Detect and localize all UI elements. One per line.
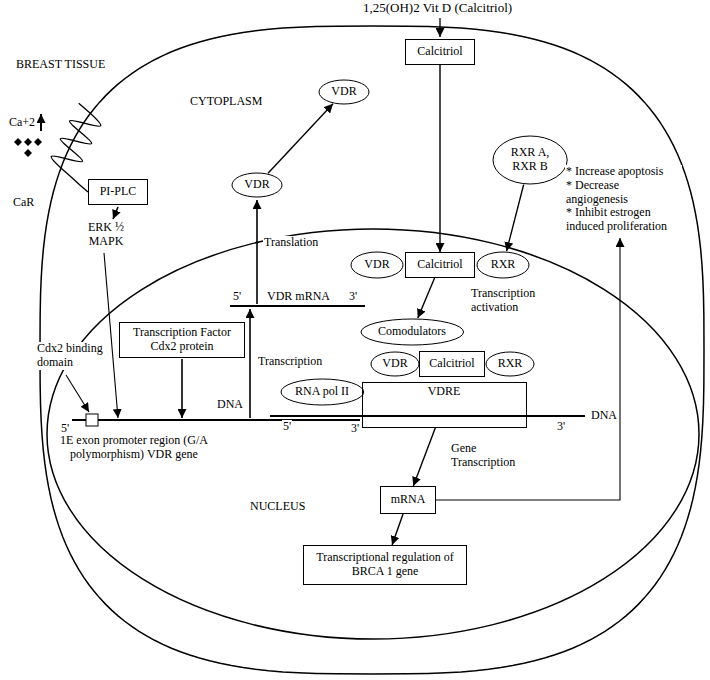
ellipse-outline [319, 80, 369, 104]
node-label: Comodulators [378, 325, 446, 339]
region-label: CYTOPLASM [190, 95, 262, 109]
effect-item: * Increase apoptosis [565, 165, 682, 179]
node-label: VDR [382, 357, 407, 371]
node-label: RXR [498, 357, 523, 371]
receptor-ellipse: RXR A, RXR B [492, 135, 568, 185]
mrna-box: mRNA [380, 486, 436, 514]
node-label: RNA pol II [295, 385, 349, 399]
ellipse-outline [477, 252, 529, 278]
arrow [256, 200, 258, 304]
polymerase-ellipse: RNA pol II [280, 378, 365, 406]
compound-label: 1,25(OH)2 Vit D (Calcitriol) [362, 1, 513, 16]
ellipse-outline [361, 319, 464, 345]
connector-arrow [439, 65, 440, 252]
receptor-ellipse: VDR [318, 79, 370, 105]
enzyme-box: PI-PLC [88, 179, 148, 205]
node-label: Calcitriol [429, 357, 474, 371]
process-label: Transcription [257, 355, 323, 369]
strand-label: DNA [216, 398, 244, 412]
dna-strand [72, 419, 360, 421]
strand-end-label: 3' [556, 420, 566, 434]
arrow [40, 114, 42, 131]
node-label: PI-PLC [100, 185, 137, 199]
arrow [249, 309, 251, 418]
dna-strand [270, 415, 585, 417]
effect-item: * Decrease angiogenesis [565, 179, 682, 207]
node-label: Calcitriol [417, 258, 462, 272]
mrna-strand [230, 305, 365, 307]
molecule-box: Calcitriol [419, 351, 485, 377]
strand-label: VDR mRNA [266, 290, 331, 304]
region-label: BREAST TISSUE [15, 58, 106, 72]
pathway-label: ERK ½ MAPK [84, 221, 128, 249]
receptor-ellipse: RXR [476, 251, 530, 279]
connector-arrow [418, 278, 435, 318]
receptor-ellipse: VDR [370, 351, 420, 377]
factor-box: Transcription Factor Cdx2 protein [119, 322, 245, 358]
arrow [113, 207, 118, 219]
ellipse-outline [493, 136, 567, 184]
edge-label: Gene Transcription [450, 442, 527, 470]
strand-label: DNA [590, 409, 618, 423]
arrow [104, 253, 118, 418]
ellipse-outline [486, 352, 534, 376]
process-label: Translation [263, 236, 319, 250]
site-label: Cdx2 binding domain [36, 342, 108, 370]
node-label: Transcriptional regulation of BRCA 1 gen… [310, 551, 460, 579]
receptor-label: CaR [12, 196, 35, 210]
connector-arrow [507, 185, 524, 251]
node-label: Calcitriol [417, 45, 462, 59]
calcium-ions [14, 138, 42, 157]
node-label: VDR [331, 85, 356, 99]
cdx2-binding-site [86, 414, 98, 426]
strand-end-label: 3' [350, 422, 360, 436]
cell-membrane-outline [40, 26, 704, 674]
node-label: RXR [491, 258, 516, 272]
molecule-box: Calcitriol [405, 252, 475, 278]
strand-end-label: 5' [232, 290, 242, 304]
comodulator-ellipse: Comodulators [360, 318, 465, 346]
strand-end-label: 3' [348, 290, 358, 304]
leader-arrow [66, 375, 89, 412]
connector-arrow [392, 514, 403, 545]
node-label: VDR [244, 178, 269, 192]
gene-box: Transcriptional regulation of BRCA 1 gen… [303, 545, 467, 585]
ellipse-outline [232, 173, 282, 197]
edge-label: Transcription activation [470, 287, 552, 315]
connector-arrow [413, 428, 435, 486]
region-label: NUCLEUS [250, 500, 305, 514]
ellipse-outline [371, 352, 419, 376]
receptor-ellipse: VDR [350, 251, 404, 279]
node-label: Transcription Factor Cdx2 protein [126, 326, 238, 354]
node-label: mRNA [391, 493, 426, 507]
ion-label: Ca+2 [8, 116, 36, 130]
strand-end-label: 5' [282, 420, 292, 434]
cell: CYTOPLASMCalcitriolVDRPI-PLCRXR A, RXR B… [39, 25, 705, 675]
response-element-box: VDRE [362, 382, 527, 428]
node-label: VDR [364, 258, 389, 272]
node-label: RXR A, RXR B [506, 146, 554, 174]
arrow [181, 359, 183, 418]
receptor-ellipse: RXR [485, 351, 535, 377]
molecule-box: Calcitriol [405, 39, 475, 65]
ellipse-outline [281, 379, 364, 405]
gene-label: 1E exon promoter region (G/A polymorphis… [58, 434, 210, 462]
nucleus-outline [47, 229, 699, 639]
ellipse-outline [351, 252, 403, 278]
node-label: VDRE [428, 385, 461, 399]
receptor-ellipse: VDR [231, 172, 283, 198]
effect-item: * Inhibit estrogen induced proliferation [565, 206, 682, 234]
connector-arrow [268, 104, 333, 173]
